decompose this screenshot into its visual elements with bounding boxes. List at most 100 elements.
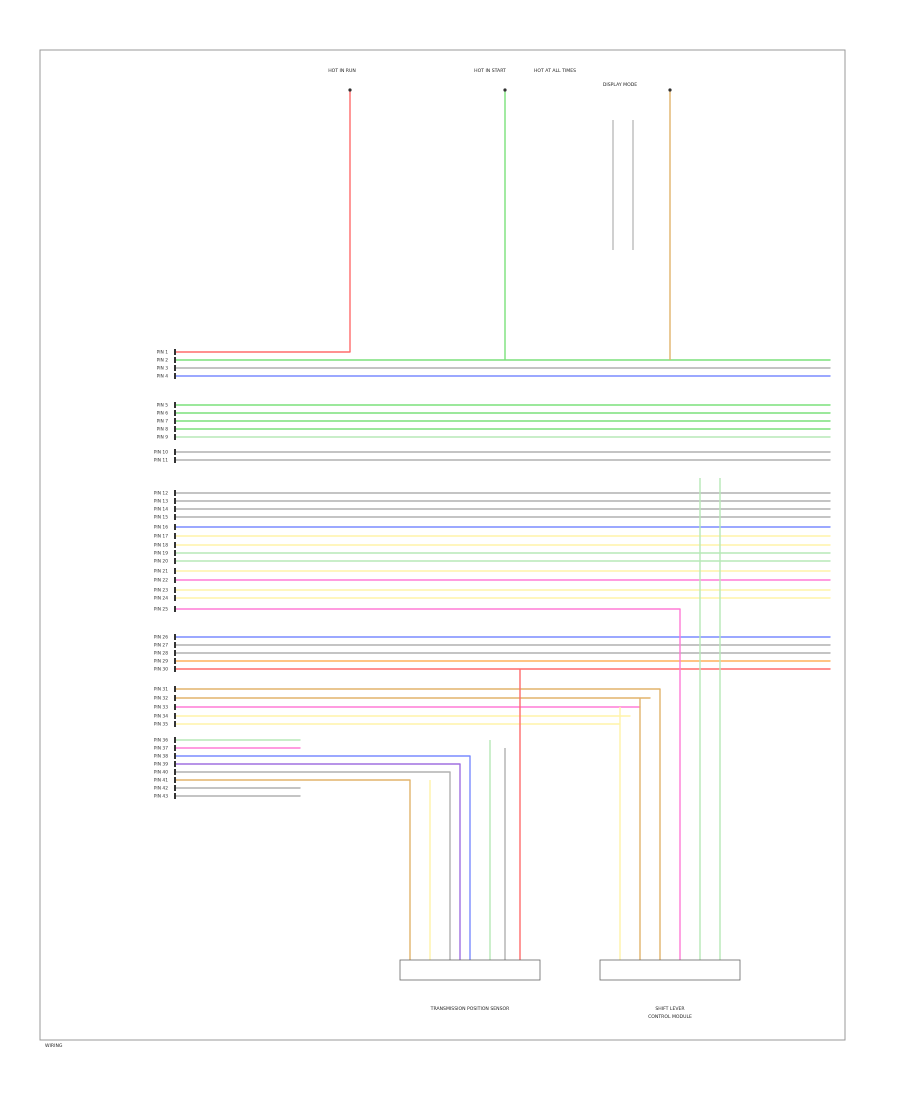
pin-label-8: PIN 8 xyxy=(157,427,169,433)
pin-label-1: PIN 1 xyxy=(157,350,169,356)
top-splice-1 xyxy=(348,88,352,92)
pin-label-38: PIN 38 xyxy=(154,754,168,760)
pin-mark-31 xyxy=(174,686,176,692)
pin-mark-13 xyxy=(174,498,176,504)
sensor-connector xyxy=(399,959,541,981)
pin-mark-27 xyxy=(174,642,176,648)
pin-label-43: PIN 43 xyxy=(154,794,168,800)
pin-mark-8 xyxy=(174,426,176,432)
pin-mark-3 xyxy=(174,365,176,371)
pin-mark-36 xyxy=(174,737,176,743)
pin-label-26: PIN 26 xyxy=(154,635,168,641)
pin-label-18: PIN 18 xyxy=(154,543,168,549)
pin-mark-11 xyxy=(174,457,176,463)
pin-label-19: PIN 19 xyxy=(154,551,168,557)
pin-label-22: PIN 22 xyxy=(154,578,168,584)
pin-mark-24 xyxy=(174,595,176,601)
pin-label-7: PIN 7 xyxy=(157,419,169,425)
pin-mark-42 xyxy=(174,785,176,791)
pin-mark-9 xyxy=(174,434,176,440)
pin-label-6: PIN 6 xyxy=(157,411,169,417)
pin-label-23: PIN 23 xyxy=(154,588,168,594)
mark-group xyxy=(174,88,741,981)
top-label-always: HOT AT ALL TIMES xyxy=(534,68,576,74)
pin-label-41: PIN 41 xyxy=(154,778,168,784)
pin-label-30: PIN 30 xyxy=(154,667,168,673)
pin-mark-15 xyxy=(174,514,176,520)
pin-label-14: PIN 14 xyxy=(154,507,168,513)
top-label-display: DISPLAY MODE xyxy=(603,82,637,88)
pin-mark-19 xyxy=(174,550,176,556)
top-splice-2 xyxy=(503,88,507,92)
pin-label-17: PIN 17 xyxy=(154,534,168,540)
pin-label-35: PIN 35 xyxy=(154,722,168,728)
diagram-frame xyxy=(39,49,846,1041)
module-connector xyxy=(599,959,741,981)
pin-mark-26 xyxy=(174,634,176,640)
pin-mark-6 xyxy=(174,410,176,416)
pin-label-37: PIN 37 xyxy=(154,746,168,752)
pin-mark-12 xyxy=(174,490,176,496)
pin-mark-28 xyxy=(174,650,176,656)
pin-mark-5 xyxy=(174,402,176,408)
pin-mark-33 xyxy=(174,704,176,710)
pin-label-28: PIN 28 xyxy=(154,651,168,657)
pin-mark-23 xyxy=(174,587,176,593)
pin-label-11: PIN 11 xyxy=(154,458,168,464)
pin-label-40: PIN 40 xyxy=(154,770,168,776)
pin-mark-37 xyxy=(174,745,176,751)
pin-mark-7 xyxy=(174,418,176,424)
pin-mark-14 xyxy=(174,506,176,512)
pin-label-16: PIN 16 xyxy=(154,525,168,531)
pin-label-13: PIN 13 xyxy=(154,499,168,505)
pin-mark-38 xyxy=(174,753,176,759)
pin-mark-29 xyxy=(174,658,176,664)
pin-label-20: PIN 20 xyxy=(154,559,168,565)
pin-mark-35 xyxy=(174,721,176,727)
pin-mark-40 xyxy=(174,769,176,775)
pin-label-5: PIN 5 xyxy=(157,403,169,409)
caption-sensor: TRANSMISSION POSITION SENSOR xyxy=(430,1006,510,1012)
pin-label-31: PIN 31 xyxy=(154,687,168,693)
diagram-note xyxy=(0,0,1,1)
pin-mark-18 xyxy=(174,542,176,548)
caption-footer: WIRING xyxy=(45,1043,63,1049)
pin-mark-25 xyxy=(174,606,176,612)
pin-mark-4 xyxy=(174,373,176,379)
top-splice-3 xyxy=(668,88,672,92)
pin-mark-1 xyxy=(174,349,176,355)
caption-lever: SHIFT LEVER xyxy=(655,1006,685,1012)
pin-label-39: PIN 39 xyxy=(154,762,168,768)
wire-group xyxy=(174,90,831,965)
pin-label-10: PIN 10 xyxy=(154,450,168,456)
pin-label-3: PIN 3 xyxy=(157,366,169,372)
pin-mark-22 xyxy=(174,577,176,583)
pin-label-34: PIN 34 xyxy=(154,714,168,720)
pin-mark-16 xyxy=(174,524,176,530)
pin-mark-30 xyxy=(174,666,176,672)
pin-mark-2 xyxy=(174,357,176,363)
pin-label-2: PIN 2 xyxy=(157,358,169,364)
pin-label-9: PIN 9 xyxy=(157,435,169,441)
pin-label-24: PIN 24 xyxy=(154,596,168,602)
pin-mark-41 xyxy=(174,777,176,783)
pin-mark-43 xyxy=(174,793,176,799)
pin-mark-34 xyxy=(174,713,176,719)
pin-label-36: PIN 36 xyxy=(154,738,168,744)
label-group: PIN 1 PIN 2 PIN 3 PIN 4 PIN 5 PIN 6 PIN 7 PIN 8… xyxy=(45,68,692,1049)
pin-mark-21 xyxy=(174,568,176,574)
pin-label-4: PIN 4 xyxy=(157,374,169,380)
caption-module: CONTROL MODULE xyxy=(648,1014,692,1020)
top-label-run: HOT IN RUN xyxy=(328,68,356,74)
pin-label-42: PIN 42 xyxy=(154,786,168,792)
pin-label-15: PIN 15 xyxy=(154,515,168,521)
pin-label-21: PIN 21 xyxy=(154,569,168,575)
pin-mark-39 xyxy=(174,761,176,767)
pin-label-12: PIN 12 xyxy=(154,491,168,497)
pin-label-33: PIN 33 xyxy=(154,705,168,711)
top-label-start: HOT IN START xyxy=(474,68,506,74)
pin-mark-20 xyxy=(174,558,176,564)
pin-mark-17 xyxy=(174,533,176,539)
pin-label-27: PIN 27 xyxy=(154,643,168,649)
